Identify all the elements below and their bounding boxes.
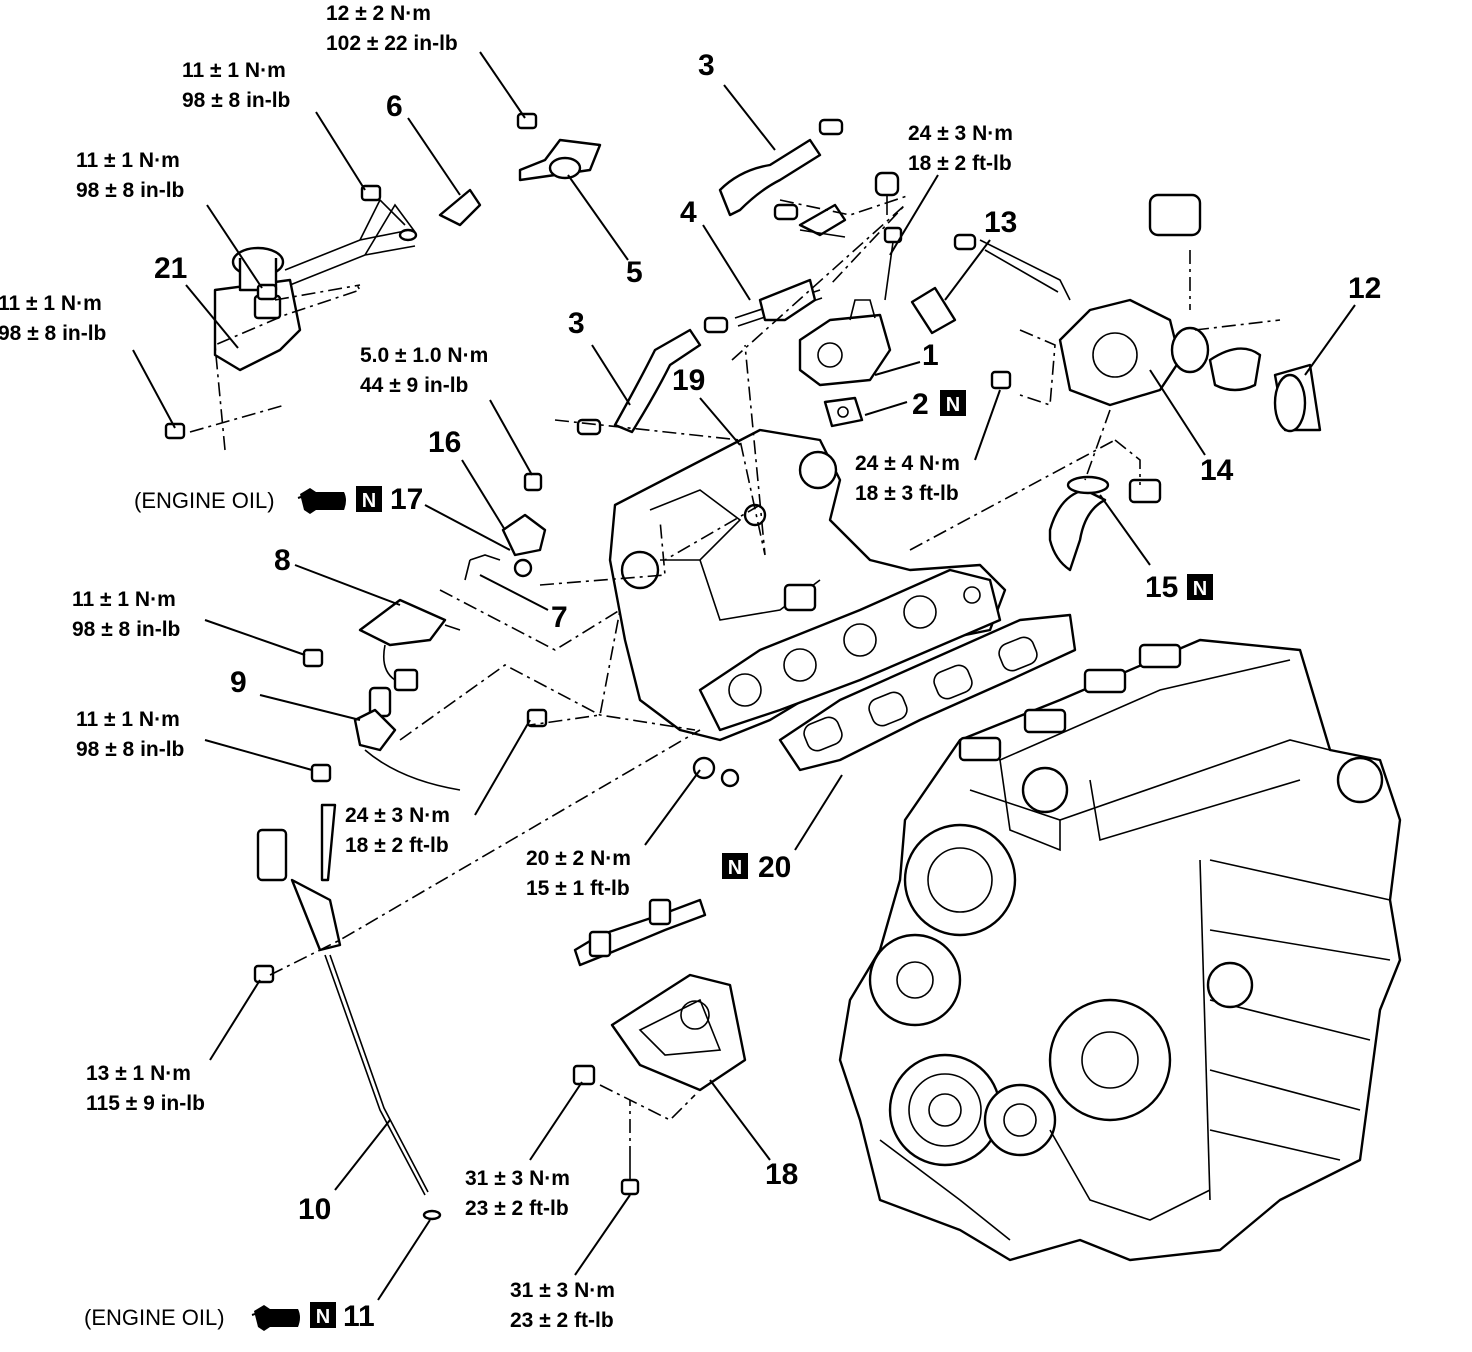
new-part-n-icon: N bbox=[722, 853, 748, 879]
callout-15: 15 bbox=[1145, 571, 1178, 604]
callout-9: 9 bbox=[230, 666, 247, 699]
callout-3-upper: 3 bbox=[698, 49, 715, 82]
torque-21a-imperial: 98 ± 8 in-lb bbox=[76, 179, 184, 202]
torque-20-imperial: 15 ± 1 ft-lb bbox=[526, 877, 630, 900]
manifold-gasket bbox=[778, 613, 1077, 772]
torque-9-imperial: 98 ± 8 in-lb bbox=[76, 738, 184, 761]
callout-6: 6 bbox=[386, 90, 403, 123]
part-8-bracket bbox=[358, 598, 461, 692]
torque-1-imperial: 18 ± 2 ft-lb bbox=[908, 152, 1012, 175]
callout-5: 5 bbox=[626, 256, 643, 289]
torque-18b-metric: 31 ± 3 N·m bbox=[510, 1279, 615, 1302]
bolts bbox=[164, 112, 1012, 1196]
callout-2: 2 bbox=[912, 388, 929, 421]
callout-14: 14 bbox=[1200, 454, 1234, 487]
torque-16-metric: 5.0 ± 1.0 N·m bbox=[360, 344, 488, 367]
part-15-pipe bbox=[1048, 475, 1162, 572]
part-4-pipe bbox=[734, 203, 847, 327]
engine-oil-label: (ENGINE OIL) bbox=[84, 1305, 225, 1330]
callout-20: 20 bbox=[758, 851, 791, 884]
callout-18: 18 bbox=[765, 1158, 798, 1191]
part-21-assembly bbox=[213, 198, 418, 372]
intake-manifold bbox=[608, 428, 1007, 742]
svg-text:N: N bbox=[946, 394, 960, 416]
engine-oil-note-17: (ENGINE OIL) bbox=[134, 488, 346, 514]
torque-18a-imperial: 23 ± 2 ft-lb bbox=[465, 1197, 569, 1220]
torque-16-imperial: 44 ± 9 in-lb bbox=[360, 374, 468, 397]
callout-numbers: 3 6 5 4 21 13 12 3 1 19 2 16 14 17 8 15 … bbox=[154, 49, 1381, 1333]
torque-10-imperial: 115 ± 9 in-lb bbox=[86, 1092, 205, 1115]
part-10-dipstick bbox=[256, 803, 442, 1221]
part-18-bracket bbox=[610, 973, 747, 1092]
torque-19-imperial: 18 ± 2 ft-lb bbox=[345, 834, 449, 857]
callout-11: 11 bbox=[343, 1300, 375, 1333]
torque-14-metric: 24 ± 4 N·m bbox=[855, 452, 960, 475]
torque-top-metric: 12 ± 2 N·m bbox=[326, 2, 431, 25]
part-6-sensor bbox=[438, 188, 482, 227]
part-13-hose bbox=[910, 233, 1071, 335]
hose-3-upper bbox=[718, 118, 844, 221]
part-2-gasket bbox=[823, 396, 864, 428]
torque-6-metric: 11 ± 1 N·m bbox=[182, 59, 286, 82]
torque-18b-imperial: 23 ± 2 ft-lb bbox=[510, 1309, 614, 1332]
torque-21a-metric: 11 ± 1 N·m bbox=[76, 149, 180, 172]
callout-4: 4 bbox=[680, 196, 697, 229]
part-16-sensor bbox=[464, 513, 547, 581]
part-5-clamp bbox=[518, 138, 602, 182]
new-part-n-icon: N bbox=[1187, 574, 1213, 600]
callout-13: 13 bbox=[984, 206, 1017, 239]
svg-text:N: N bbox=[316, 1306, 330, 1328]
callout-3-lower: 3 bbox=[568, 307, 585, 340]
torque-8-metric: 11 ± 1 N·m bbox=[72, 588, 176, 611]
new-part-marks: N N N N N bbox=[310, 390, 1213, 1328]
oil-can-icon bbox=[297, 488, 346, 514]
callout-1: 1 bbox=[922, 339, 939, 372]
harness-connector bbox=[573, 898, 707, 967]
torque-1-metric: 24 ± 3 N·m bbox=[908, 122, 1013, 145]
torque-10-metric: 13 ± 1 N·m bbox=[86, 1062, 191, 1085]
torque-14-imperial: 18 ± 3 ft-lb bbox=[855, 482, 959, 505]
new-part-n-icon: N bbox=[310, 1302, 336, 1328]
oil-can-icon bbox=[251, 1305, 300, 1331]
new-part-n-icon: N bbox=[356, 486, 382, 512]
svg-text:N: N bbox=[728, 857, 742, 879]
leader-lines bbox=[132, 51, 1356, 1301]
part-12-hose-end bbox=[1273, 363, 1322, 433]
callout-7: 7 bbox=[551, 601, 568, 634]
torque-21b-metric: 11 ± 1 N·m bbox=[0, 292, 102, 315]
torque-8-imperial: 98 ± 8 in-lb bbox=[72, 618, 180, 641]
callout-10: 10 bbox=[298, 1193, 331, 1226]
part-1-throttle-body bbox=[798, 299, 892, 387]
part-14-water-housing bbox=[1058, 193, 1262, 407]
svg-text:N: N bbox=[362, 490, 376, 512]
part-9-sensor bbox=[353, 686, 461, 791]
assembly-centerlines bbox=[189, 194, 1281, 1160]
callout-16: 16 bbox=[428, 426, 461, 459]
new-part-n-icon: N bbox=[940, 390, 966, 416]
callout-12: 12 bbox=[1348, 272, 1381, 305]
engine-oil-label: (ENGINE OIL) bbox=[134, 488, 275, 513]
callout-21: 21 bbox=[154, 252, 187, 285]
engine-assembly bbox=[838, 638, 1402, 1262]
callout-17: 17 bbox=[390, 483, 423, 516]
torque-20-metric: 20 ± 2 N·m bbox=[526, 847, 631, 870]
torque-18a-metric: 31 ± 3 N·m bbox=[465, 1167, 570, 1190]
svg-text:N: N bbox=[1193, 578, 1207, 600]
torque-19-metric: 24 ± 3 N·m bbox=[345, 804, 450, 827]
torque-labels: 12 ± 2 N·m 102 ± 22 in-lb 11 ± 1 N·m 98 … bbox=[0, 2, 1013, 1332]
torque-6-imperial: 98 ± 8 in-lb bbox=[182, 89, 290, 112]
engine-oil-note-11: (ENGINE OIL) bbox=[84, 1305, 300, 1331]
callout-8: 8 bbox=[274, 544, 291, 577]
torque-21b-imperial: 98 ± 8 in-lb bbox=[0, 322, 106, 345]
torque-9-metric: 11 ± 1 N·m bbox=[76, 708, 180, 731]
torque-top-imperial: 102 ± 22 in-lb bbox=[326, 32, 458, 55]
callout-19: 19 bbox=[672, 364, 705, 397]
